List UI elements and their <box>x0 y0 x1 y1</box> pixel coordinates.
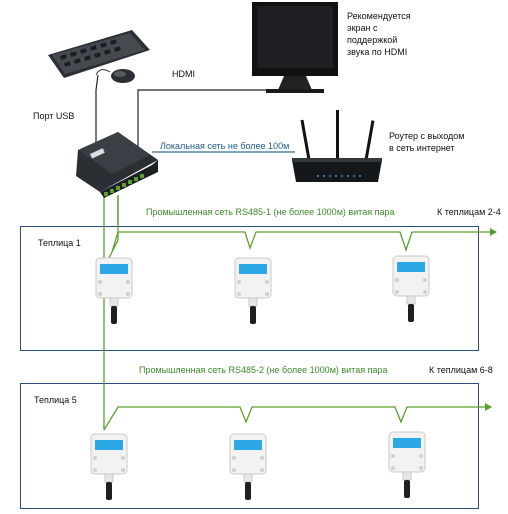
to-greenhouses-6-8: К теплицам 6-8 <box>429 365 493 375</box>
monitor-note: Рекомендуется экран с поддержкой звука п… <box>347 11 411 57</box>
rs485-2-arrow <box>485 403 492 411</box>
sensor-icon <box>95 257 133 325</box>
greenhouse-1-label: Теплица 1 <box>38 238 81 248</box>
rs485-1-bus <box>111 195 490 253</box>
mouse-icon <box>95 69 135 83</box>
lan-label: Локальная сеть не более 100м <box>160 141 290 151</box>
usb-port-label: Порт USB <box>33 111 75 121</box>
rs485-2-bus <box>103 406 485 431</box>
greenhouse-1-box <box>20 226 479 351</box>
sensor-icon <box>388 431 426 499</box>
monitor-icon <box>252 2 338 93</box>
sensor-icon <box>90 433 128 501</box>
router-icon <box>292 110 382 182</box>
controller-icon <box>76 132 158 198</box>
keyboard-icon <box>48 30 150 78</box>
to-greenhouses-2-4: К теплицам 2-4 <box>437 207 501 217</box>
sensor-icon <box>229 433 267 501</box>
hdmi-label: HDMI <box>172 69 195 79</box>
rs485-1-label: Промышленная сеть RS485-1 (не более 1000… <box>146 207 395 217</box>
greenhouse-5-box <box>20 383 479 509</box>
greenhouse-5-label: Теплица 5 <box>34 395 77 405</box>
router-note: Роутер с выходом в сеть интернет <box>389 131 465 153</box>
sensor-icon <box>234 257 272 325</box>
sensor-icon <box>392 255 430 323</box>
rs485-1-arrow <box>490 228 497 236</box>
usb-cable <box>95 74 99 145</box>
rs485-2-label: Промышленная сеть RS485-2 (не более 1000… <box>139 365 388 375</box>
